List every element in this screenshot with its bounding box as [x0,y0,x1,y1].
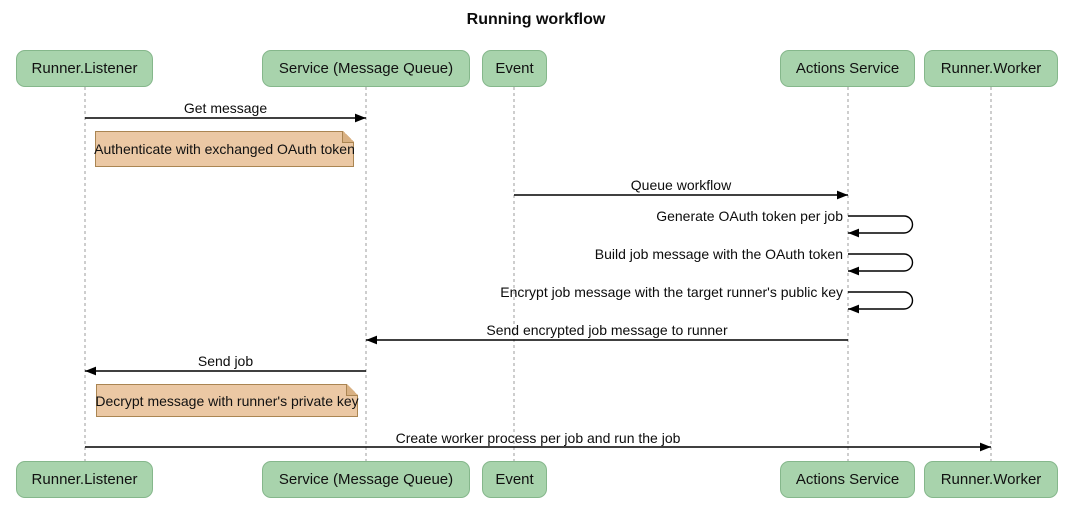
message-label-create-worker-process: Create worker process per job and run th… [395,430,681,446]
actor-bottom-runner-listener: Runner.Listener [16,461,153,498]
message-label-build-job-message: Build job message with the OAuth token [594,246,843,262]
note-fold-icon [346,384,358,396]
message-label-get-message: Get message [183,100,268,116]
actor-top-runner-worker: Runner.Worker [924,50,1058,87]
actor-bottom-actions-service: Actions Service [780,461,915,498]
actor-top-service-message-queue: Service (Message Queue) [262,50,470,87]
note-authenticate-oauth: Authenticate with exchanged OAuth token [94,131,355,167]
actor-bottom-runner-worker: Runner.Worker [924,461,1058,498]
actor-top-event: Event [482,50,547,87]
message-label-generate-oauth-token: Generate OAuth token per job [656,208,843,224]
actor-bottom-service-message-queue: Service (Message Queue) [262,461,470,498]
arrow-generate-oauth-token [848,215,914,238]
message-label-queue-workflow: Queue workflow [630,177,732,193]
actor-top-runner-listener: Runner.Listener [16,50,153,87]
message-label-send-job: Send job [197,353,254,369]
actor-top-actions-service: Actions Service [780,50,915,87]
actor-bottom-event: Event [482,461,547,498]
note-authenticate-oauth-text: Authenticate with exchanged OAuth token [94,141,355,157]
diagram-title: Running workflow [466,11,606,28]
note-fold-icon [342,131,354,143]
arrow-build-job-message [848,253,914,276]
message-label-encrypt-job-message: Encrypt job message with the target runn… [500,284,843,300]
note-decrypt-message: Decrypt message with runner's private ke… [95,384,359,417]
arrow-encrypt-job-message [848,291,914,314]
note-decrypt-message-text: Decrypt message with runner's private ke… [95,392,359,409]
message-label-send-encrypted-job: Send encrypted job message to runner [486,322,728,338]
